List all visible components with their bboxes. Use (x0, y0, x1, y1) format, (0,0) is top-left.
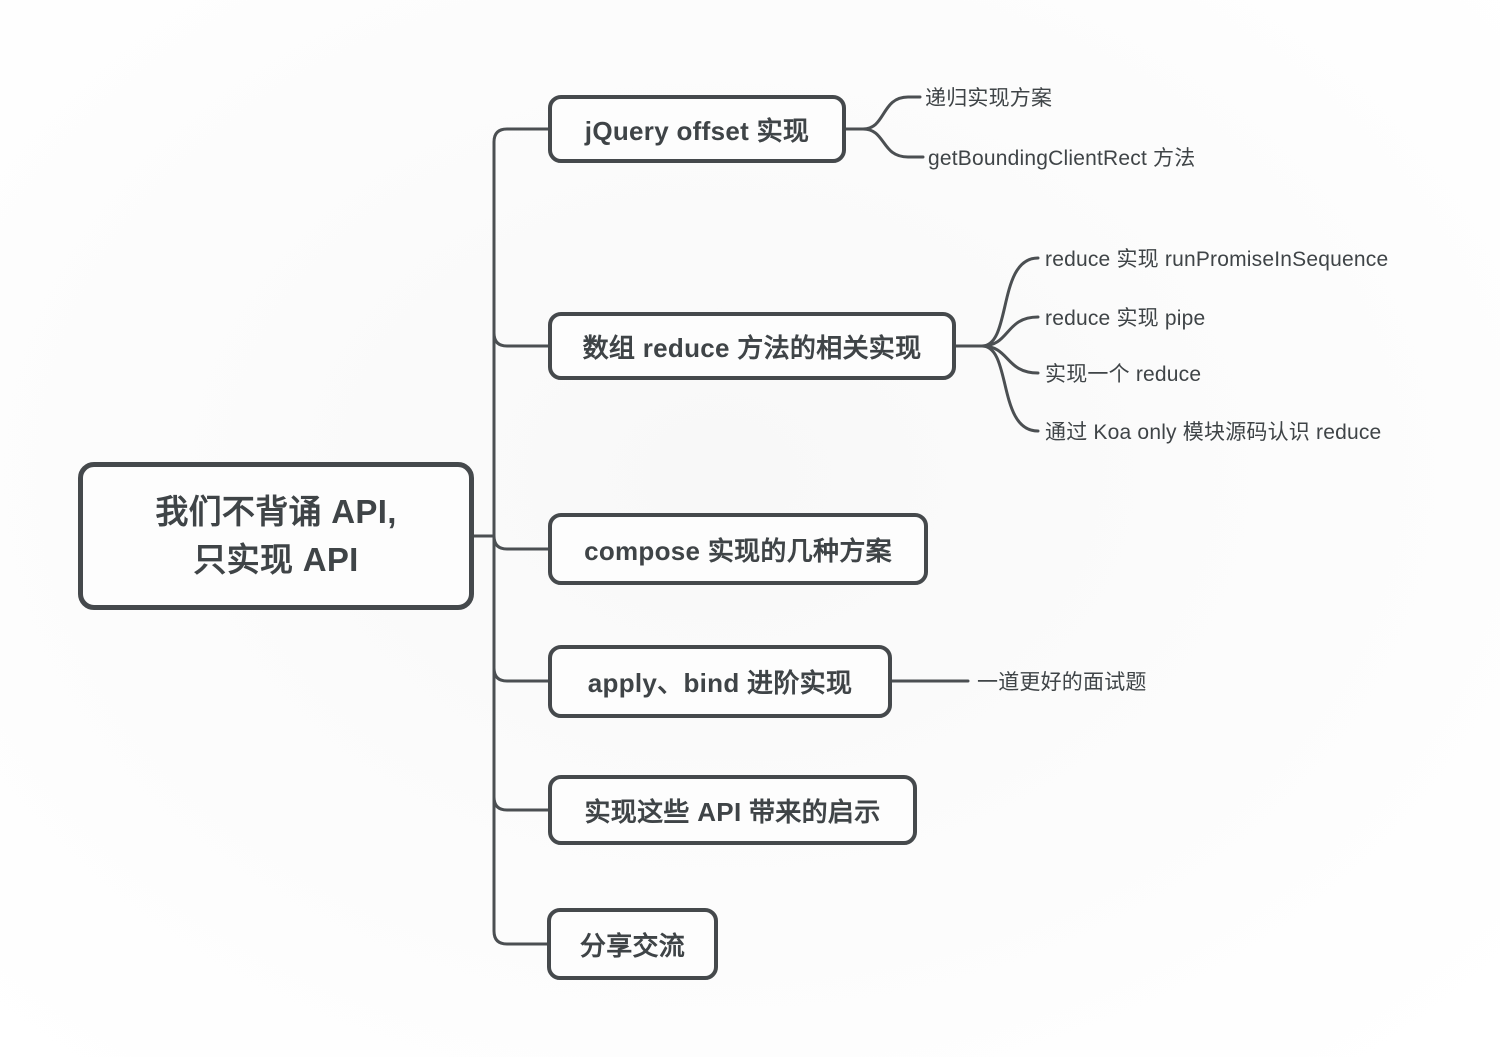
branch-label: 数组 reduce 方法的相关实现 (582, 332, 922, 363)
root-label-line1: 我们不背诵 API, (155, 493, 397, 531)
branch-node-apply-bind[interactable]: apply、bind 进阶实现 (548, 645, 892, 718)
leaf-recursive-solution[interactable]: 递归实现方案 (925, 87, 1053, 110)
leaf-reduce-runpromiseinsequence[interactable]: reduce 实现 runPromiseInSequence (1045, 248, 1389, 271)
branch-node-api-insights[interactable]: 实现这些 API 带来的启示 (548, 775, 917, 845)
branch-label: 实现这些 API 带来的启示 (584, 796, 881, 827)
branch-label: compose 实现的几种方案 (584, 535, 892, 566)
root-node[interactable]: 我们不背诵 API, 只实现 API (78, 462, 474, 610)
leaf-reduce-pipe[interactable]: reduce 实现 pipe (1045, 307, 1206, 330)
branch-label: apply、bind 进阶实现 (587, 668, 853, 698)
leaf-getboundingclientrect-method[interactable]: getBoundingClientRect 方法 (928, 147, 1196, 170)
root-label-line2: 只实现 API (193, 541, 359, 578)
branch-node-array-reduce[interactable]: 数组 reduce 方法的相关实现 (548, 312, 956, 380)
leaf-better-interview-question[interactable]: 一道更好的面试题 (977, 671, 1147, 694)
leaf-koa-only-module-reduce[interactable]: 通过 Koa only 模块源码认识 reduce (1045, 421, 1382, 444)
branch-label: 分享交流 (579, 930, 686, 961)
branch-node-compose[interactable]: compose 实现的几种方案 (548, 513, 928, 585)
branch-node-sharing[interactable]: 分享交流 (547, 908, 718, 980)
leaf-implement-a-reduce[interactable]: 实现一个 reduce (1045, 363, 1202, 386)
branch-node-jquery-offset[interactable]: jQuery offset 实现 (548, 95, 846, 163)
branch-label: jQuery offset 实现 (584, 115, 810, 146)
